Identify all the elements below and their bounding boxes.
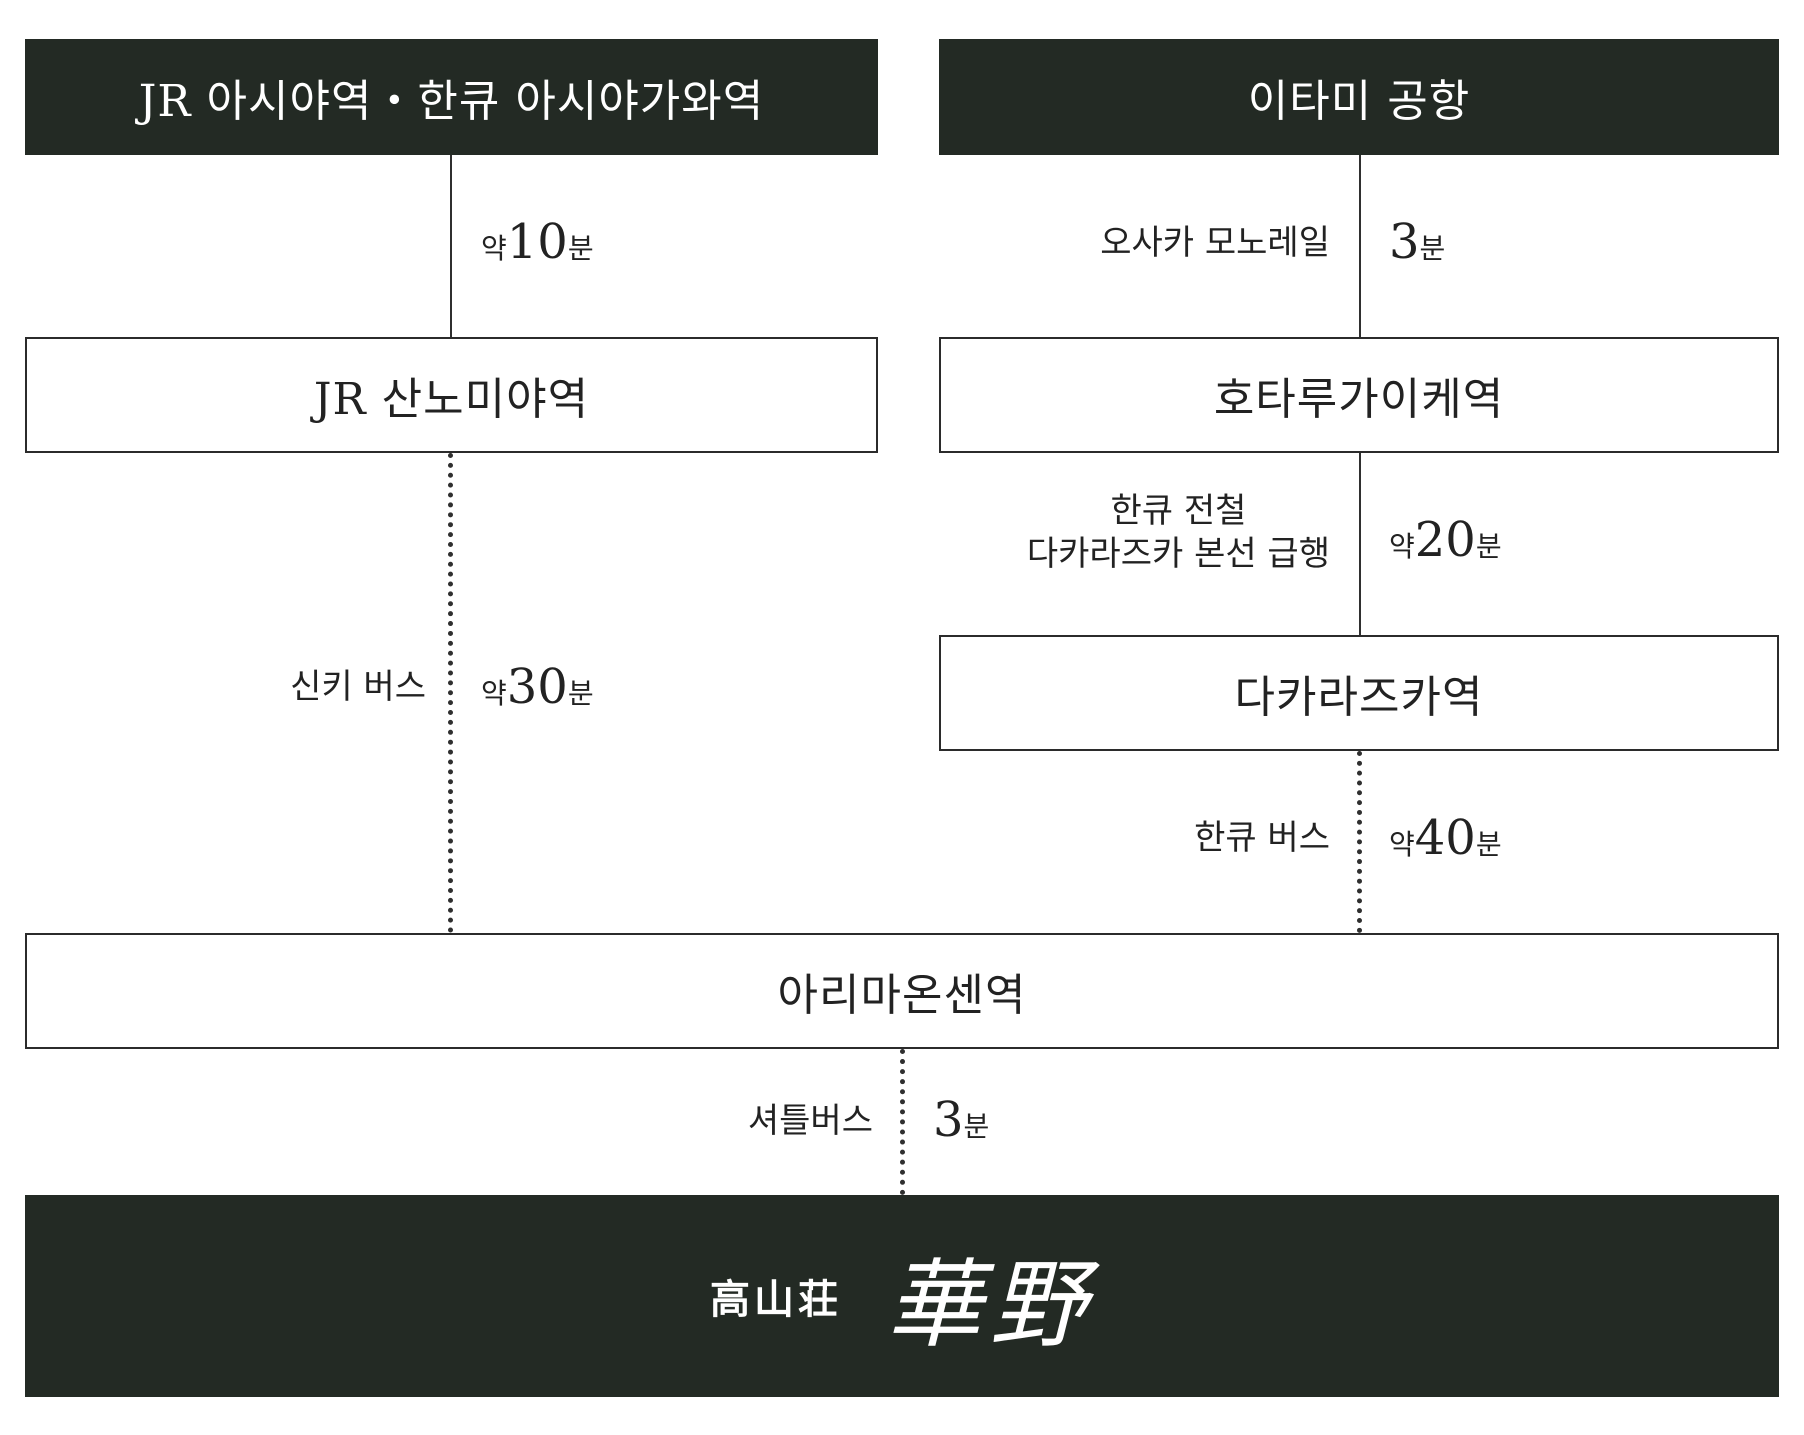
route-line-arima-hotel: [900, 1049, 905, 1195]
arima-onsen-station-label: 아리마온센역: [777, 970, 1027, 1021]
hotel-logo-brushed-text: 華野: [886, 1248, 1094, 1361]
hotarugaike-station-box: 호타루가이케역: [939, 337, 1779, 453]
route-time-arima-hotel: 3분: [933, 1092, 990, 1148]
route-mode-arima-hotel: 셔틀버스: [747, 1101, 873, 1141]
route-mode-sannomiya-arima: 신키 버스: [290, 667, 426, 707]
route-line-hotarugaike-takarazuka: [1359, 453, 1361, 635]
sannomiya-station-label: JR 산노미야역: [313, 374, 590, 425]
route-mode-line1: 한큐 전철: [1110, 491, 1247, 531]
route-time-sannomiya-arima: 약30분: [481, 659, 594, 715]
route-line-sannomiya-arima: [448, 453, 453, 933]
itami-airport-label: 이타미 공항: [1247, 76, 1471, 127]
route-time-takarazuka-arima: 약40분: [1389, 810, 1502, 866]
takarazuka-station-box: 다카라즈카역: [939, 635, 1779, 751]
route-line-takarazuka-arima: [1357, 751, 1362, 933]
route-time-hotarugaike-takarazuka: 약20분: [1389, 512, 1502, 568]
route-time-itami-hotarugaike: 3분: [1389, 214, 1446, 270]
route-line-itami-hotarugaike: [1359, 155, 1361, 337]
route-line-ashiya-sannomiya: [450, 155, 452, 337]
route-mode-takarazuka-arima: 한큐 버스: [1194, 818, 1330, 858]
route-mode-line2: 다카라즈카 본선 급행: [1026, 533, 1330, 574]
route-mode-itami-hotarugaike: 오사카 모노레일: [1100, 223, 1330, 263]
hotel-destination-box: 高山荘 華野: [25, 1195, 1779, 1397]
route-time-ashiya-sannomiya: 약10분: [481, 214, 594, 270]
ashiya-station-label: JR 아시야역・한큐 아시야가와역: [138, 76, 765, 127]
arima-onsen-station-box: 아리마온센역: [25, 933, 1779, 1049]
itami-airport-box: 이타미 공항: [939, 39, 1779, 155]
hotel-logo-small-text: 高山荘: [710, 1276, 842, 1323]
sannomiya-station-box: JR 산노미야역: [25, 337, 878, 453]
ashiya-station-box: JR 아시야역・한큐 아시야가와역: [25, 39, 878, 155]
takarazuka-station-label: 다카라즈카역: [1234, 672, 1484, 723]
hotarugaike-station-label: 호타루가이케역: [1213, 374, 1505, 425]
route-mode-hotarugaike-takarazuka: 한큐 전철 다카라즈카 본선 급행: [1027, 490, 1330, 575]
